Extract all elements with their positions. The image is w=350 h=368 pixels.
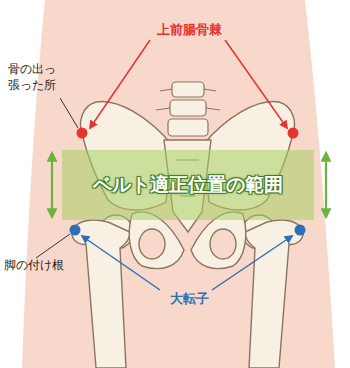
spine [156, 82, 220, 136]
note-label: 骨の出っ 張った所 [8, 62, 70, 93]
belt-range-band: ベルト適正位置の範囲 [62, 150, 314, 220]
leader-line [82, 236, 160, 290]
landmark-dot [77, 128, 88, 139]
landmark-dot [70, 225, 81, 236]
leader-line [90, 40, 150, 128]
anatomy-label: 大転子 [168, 291, 211, 308]
body-silhouette [22, 0, 335, 368]
leader-line [212, 236, 292, 290]
leader-line [225, 40, 287, 128]
belt-band [62, 150, 314, 220]
note-label: 脚の付け根 [4, 258, 64, 274]
landmark-dot [288, 128, 299, 139]
leader-line [60, 98, 78, 128]
range-arrow [52, 153, 326, 217]
landmark-dot [295, 225, 306, 236]
anatomy-label: 上前腸骨棘 [155, 22, 224, 39]
leader-line [36, 234, 70, 258]
band-title: ベルト適正位置の範囲 [93, 172, 283, 198]
